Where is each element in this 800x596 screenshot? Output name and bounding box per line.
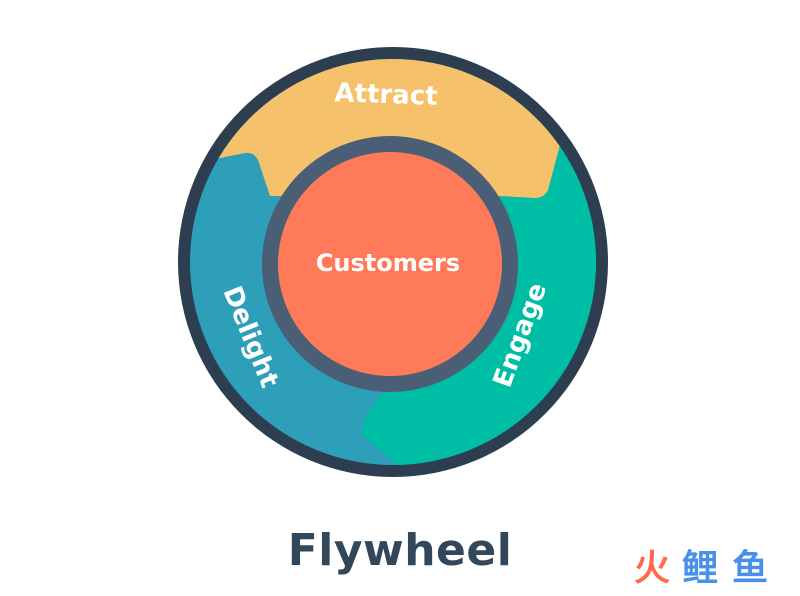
label-attract: Attract	[334, 78, 438, 112]
label-customers: Customers	[316, 249, 460, 277]
diagram-caption: Flywheel	[287, 525, 513, 576]
center-circle	[278, 152, 502, 376]
watermark-logo: 火 鲤 鱼	[634, 548, 768, 589]
watermark-char: 鲤	[682, 548, 718, 589]
watermark-char: 鱼	[732, 548, 768, 589]
watermark-char: 火	[634, 548, 670, 589]
